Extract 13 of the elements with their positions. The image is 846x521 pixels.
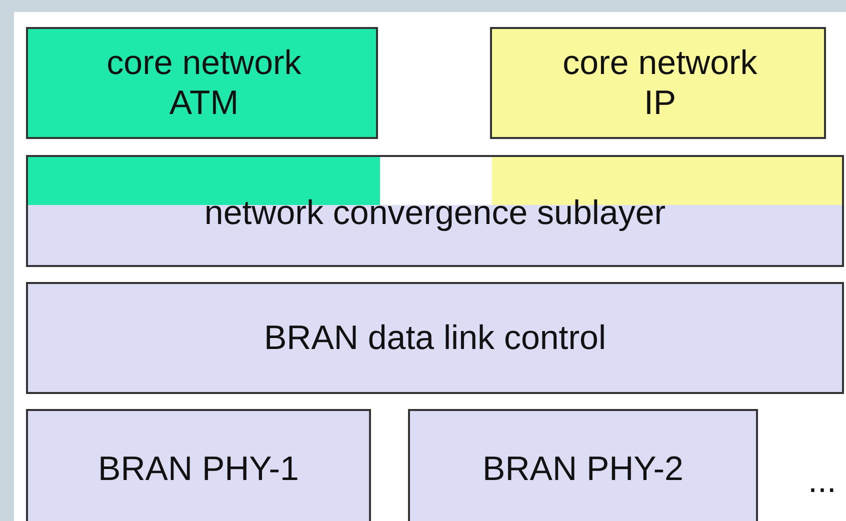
layer-label: core network IP — [562, 43, 758, 123]
layer-box — [26, 27, 378, 139]
layer-box — [408, 409, 758, 521]
layer-label: network convergence sublayer — [203, 193, 667, 233]
layer-label: BRAN PHY-2 — [482, 449, 684, 489]
layer-label: BRAN data link control — [262, 318, 608, 358]
layer-label: core network ATM — [106, 43, 302, 123]
layer-box — [26, 155, 844, 267]
layer-box — [490, 27, 826, 139]
layer-box — [26, 282, 844, 394]
layer-box — [26, 409, 371, 521]
layer-label: BRAN PHY-1 — [97, 449, 300, 489]
ellipsis-text: ... — [808, 462, 836, 501]
